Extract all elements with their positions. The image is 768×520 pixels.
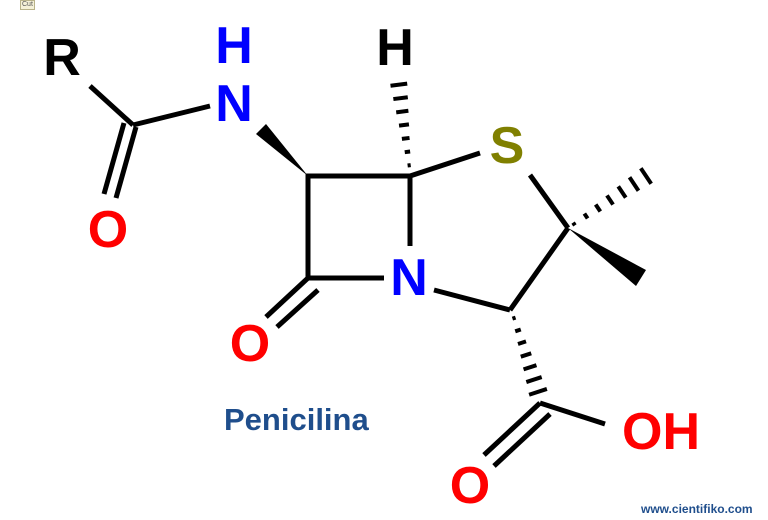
bond-cooh-o-1 — [482, 401, 542, 457]
atom-h-bridge: H — [376, 19, 414, 77]
hash-c2-methyl-hash — [605, 194, 615, 206]
hash-c3-cooh-hash — [528, 387, 548, 397]
hash-c6-h-hash — [395, 108, 409, 115]
hash-c6-h-hash — [390, 81, 408, 88]
bond-n-c3 — [433, 287, 511, 313]
hash-c3-cooh-hash — [511, 315, 517, 321]
hash-c2-methyl-hash — [593, 203, 603, 213]
bond-c-n — [132, 103, 211, 128]
atom-r: R — [43, 29, 81, 87]
hash-c2-methyl-hash — [616, 185, 628, 199]
molecule-name: Penicilina — [224, 402, 369, 437]
atom-o-lactam: O — [230, 315, 270, 373]
hash-c6-h-hash — [398, 122, 410, 128]
hash-c2-methyl-hash — [627, 176, 641, 192]
hash-c2-methyl-hash — [582, 212, 590, 220]
wedge-c2-methyl — [568, 228, 646, 286]
bond-c-o-2 — [101, 122, 127, 195]
bond-r-c — [88, 84, 135, 127]
bond-c2-c3 — [507, 226, 571, 312]
hash-c6-h-hash — [393, 95, 409, 102]
atom-oh: OH — [622, 403, 700, 461]
hash-c6-h-hash — [401, 135, 410, 141]
atom-h-amide: H — [215, 17, 253, 75]
hash-c3-cooh-hash — [525, 375, 543, 384]
bond-c8-o-1 — [264, 276, 310, 319]
bond-c6-s — [409, 150, 481, 179]
hash-c6-h-hash — [404, 149, 411, 155]
atom-s: S — [490, 117, 525, 175]
cut-label: Cut — [20, 0, 35, 10]
hashed-bonds — [390, 81, 653, 397]
hash-c3-cooh-hash — [522, 363, 538, 372]
atom-n-ring: N — [390, 249, 428, 307]
atom-n-amide: N — [215, 75, 253, 133]
bond-cooh-o-2 — [492, 412, 552, 468]
bond-c8-o-2 — [275, 288, 320, 329]
hash-c2-methyl-hash — [639, 167, 653, 185]
watermark-link[interactable]: www.cientifiko.com — [641, 502, 753, 516]
bond-c-o-1 — [113, 126, 139, 199]
bonds — [88, 84, 646, 468]
hash-c2-methyl-hash — [571, 221, 577, 227]
bond-s-c2 — [527, 173, 571, 230]
hash-c3-cooh-hash — [514, 327, 522, 334]
bond-cooh-oh — [539, 400, 606, 427]
hash-c3-cooh-hash — [520, 351, 532, 359]
wedge-n-c7 — [256, 124, 308, 176]
atom-o-acid: O — [450, 457, 490, 515]
hash-c3-cooh-hash — [517, 339, 527, 346]
atom-o-amide: O — [88, 201, 128, 259]
atoms: R H N O H S N O OH O — [43, 17, 700, 515]
